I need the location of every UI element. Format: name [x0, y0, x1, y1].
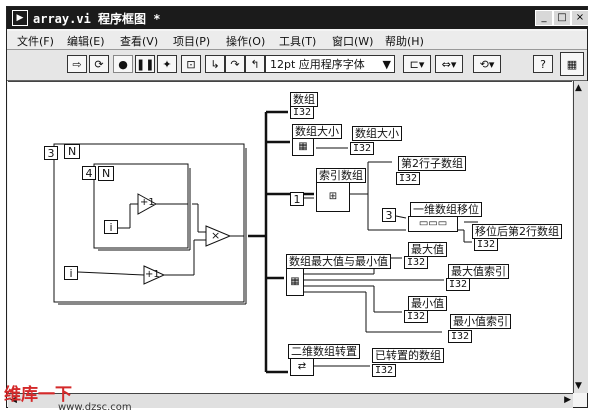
context-help-button[interactable]: ?: [533, 55, 553, 73]
max-value-terminal[interactable]: I32: [404, 256, 429, 269]
vertical-scrollbar[interactable]: ▲ ▼: [573, 81, 588, 393]
abort-icon[interactable]: ●: [113, 55, 133, 73]
outer-n-terminal: N: [64, 144, 81, 159]
array-size-indicator-label: 数组大小: [352, 126, 402, 141]
inner-count-constant[interactable]: 4: [82, 166, 96, 180]
menu-file[interactable]: 文件(F): [17, 35, 54, 48]
scroll-down-icon[interactable]: ▼: [575, 381, 582, 391]
type-label: I32: [375, 365, 394, 376]
multiply-node: [205, 225, 232, 247]
multiply-label: ×: [211, 229, 221, 242]
min-index-label: 最小值索引: [450, 314, 511, 329]
block-diagram-canvas[interactable]: 3 N 4 N i +1 × i +1 数组 I32 数组大小 ▦ 数组大小 I…: [8, 81, 572, 394]
type-label: I32: [451, 331, 470, 342]
array-size-function-label: 数组大小: [292, 124, 342, 139]
menu-bar: 文件(F) 编辑(E) 查看(V) 项目(P) 操作(O) 工具(T) 窗口(W…: [7, 31, 587, 50]
shift-constant-3[interactable]: 3: [382, 208, 396, 222]
type-label: I32: [399, 173, 418, 184]
outer-i-terminal: i: [64, 266, 78, 280]
step-out-icon[interactable]: ↰: [245, 55, 265, 73]
increment-label-2: +1: [145, 269, 160, 280]
shifted-row2-terminal[interactable]: I32: [474, 238, 499, 251]
step-over-icon[interactable]: ↷: [225, 55, 245, 73]
minimize-button[interactable]: _: [535, 10, 553, 26]
outer-count-constant[interactable]: 3: [44, 146, 58, 160]
max-value-label: 最大值: [408, 242, 447, 257]
shifted-row2-label: 移位后第2行数组: [472, 224, 562, 239]
array-min-max-label: 数组最大值与最小值: [286, 254, 391, 269]
run-icon[interactable]: ⇨: [67, 55, 87, 73]
type-label: I32: [449, 279, 468, 290]
menu-project[interactable]: 项目(P): [173, 35, 211, 48]
row2-subarray-label: 第2行子数组: [398, 156, 466, 171]
highlight-execution-icon[interactable]: ✦: [157, 55, 177, 73]
menu-window[interactable]: 窗口(W): [332, 35, 374, 48]
vi-connector-icon: ▦: [560, 52, 584, 76]
transpose-2d-node[interactable]: ⇄: [290, 358, 314, 376]
index-array-node[interactable]: ⊞: [316, 182, 350, 212]
increment-label: +1: [140, 197, 155, 208]
index-constant-1[interactable]: 1: [290, 192, 304, 206]
scroll-left-icon[interactable]: ◀: [10, 395, 17, 405]
array-indicator-label: 数组: [290, 92, 318, 107]
wiring-layer: [53, 110, 478, 374]
menu-operate[interactable]: 操作(O): [226, 35, 266, 48]
scroll-up-icon[interactable]: ▲: [575, 83, 582, 93]
menu-edit[interactable]: 编辑(E): [67, 35, 105, 48]
pause-icon[interactable]: ❚❚: [135, 55, 155, 73]
type-label: I32: [407, 311, 426, 322]
array-indicator-terminal[interactable]: I32: [290, 106, 315, 119]
type-label: I32: [407, 257, 426, 268]
transpose-2d-label: 二维数组转置: [288, 344, 360, 359]
menu-view[interactable]: 查看(V): [120, 35, 159, 48]
array-size-indicator-terminal[interactable]: I32: [350, 142, 375, 155]
outer-for-loop[interactable]: [53, 143, 245, 303]
min-value-terminal[interactable]: I32: [404, 310, 429, 323]
font-select[interactable]: 12pt 应用程序字体▼: [265, 55, 395, 73]
distribute-objects-icon[interactable]: ⇔▾: [435, 55, 463, 73]
index-array-label: 索引数组: [316, 168, 366, 183]
watermark-url: www.dzsc.com: [58, 402, 132, 413]
array-min-max-node[interactable]: ▦: [286, 268, 304, 296]
maximize-button[interactable]: □: [553, 10, 571, 26]
rotate-1d-array-label: 一维数组移位: [410, 202, 482, 217]
inner-for-loop[interactable]: [93, 163, 189, 249]
menu-tools[interactable]: 工具(T): [279, 35, 317, 48]
row2-subarray-terminal[interactable]: I32: [396, 172, 421, 185]
run-continuously-icon[interactable]: ⟳: [89, 55, 109, 73]
inner-i-terminal: i: [104, 220, 118, 234]
reorder-icon[interactable]: ⟲▾: [473, 55, 501, 73]
title-bar: ▶ array.vi 程序框图 * _ □ ×: [7, 7, 589, 29]
step-into-icon[interactable]: ↳: [205, 55, 225, 73]
transposed-array-terminal[interactable]: I32: [372, 364, 397, 377]
scroll-right-icon[interactable]: ▶: [564, 395, 571, 405]
window-title: array.vi 程序框图 *: [33, 12, 161, 26]
vi-icon: ▶: [12, 10, 28, 26]
type-label: I32: [477, 239, 496, 250]
min-value-label: 最小值: [408, 296, 447, 311]
menu-help[interactable]: 帮助(H): [385, 35, 424, 48]
block-diagram-window: ▶ array.vi 程序框图 * _ □ × 文件(F) 编辑(E) 查看(V…: [6, 6, 589, 408]
transposed-array-label: 已转置的数组: [372, 348, 444, 363]
max-index-label: 最大值索引: [448, 264, 509, 279]
retain-wire-values-icon[interactable]: ⊡: [181, 55, 201, 73]
max-index-terminal[interactable]: I32: [446, 278, 471, 291]
array-size-node[interactable]: ▦: [292, 138, 314, 156]
close-button[interactable]: ×: [571, 10, 589, 26]
min-index-terminal[interactable]: I32: [448, 330, 473, 343]
watermark-logo: 维库一下: [4, 385, 72, 405]
type-label: I32: [353, 143, 372, 154]
inner-n-terminal: N: [98, 166, 115, 181]
align-objects-icon[interactable]: ⊏▾: [403, 55, 431, 73]
type-label: I32: [293, 107, 312, 118]
rotate-1d-array-node[interactable]: ▭▭▭: [408, 216, 458, 232]
toolbar: ⇨ ⟳ ● ❚❚ ✦ ⊡ ↳ ↷ ↰ 12pt 应用程序字体▼ ⊏▾ ⇔▾ ⟲▾…: [7, 50, 587, 81]
horizontal-scrollbar[interactable]: ◀ ▶: [8, 393, 573, 408]
